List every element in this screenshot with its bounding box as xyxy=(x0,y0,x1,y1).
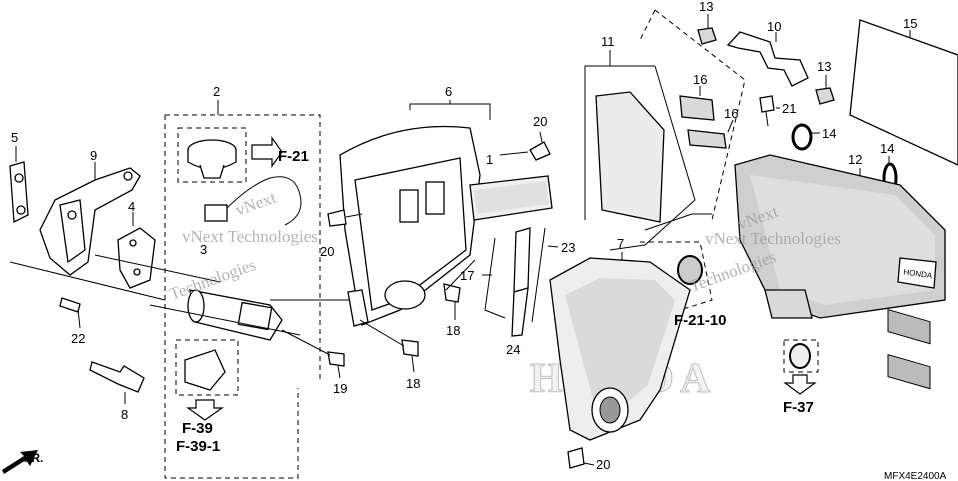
callout-2: 2 xyxy=(213,84,220,99)
group-2-frame xyxy=(164,100,321,479)
callout-15: 15 xyxy=(903,16,917,31)
callout-20-left: 20 xyxy=(320,244,334,259)
part-4-cover xyxy=(117,212,156,289)
callout-18-lower: 18 xyxy=(406,376,420,391)
callout-13-right: 13 xyxy=(817,59,831,74)
ref-f39-1: F-39-1 xyxy=(176,438,220,455)
callout-13-top: 13 xyxy=(699,0,713,14)
part-10-bracket xyxy=(697,14,835,127)
watermark-diagonal: vNext xyxy=(233,188,279,220)
callout-12: 12 xyxy=(848,152,862,167)
part-15-label xyxy=(849,19,958,390)
tool-kit xyxy=(482,227,559,337)
front-marker-label: FR. xyxy=(24,451,43,465)
callout-6: 6 xyxy=(445,84,452,99)
callout-16-lower: 16 xyxy=(724,106,738,121)
ref-f21: F-21 xyxy=(278,148,309,165)
callout-19: 19 xyxy=(333,381,347,396)
callout-20-top: 20 xyxy=(533,114,547,129)
callout-14-lower: 14 xyxy=(880,141,894,156)
ref-f39: F-39 xyxy=(182,420,213,437)
callout-24: 24 xyxy=(506,342,520,357)
leader-lines xyxy=(9,254,476,356)
callout-4: 4 xyxy=(128,199,135,214)
callout-23: 23 xyxy=(561,240,575,255)
front-marker: FR. xyxy=(2,450,43,474)
callout-9: 9 xyxy=(90,148,97,163)
part-5-plate xyxy=(9,146,29,224)
callout-21: 21 xyxy=(782,101,796,116)
ref-f21-10: F-21-10 xyxy=(674,312,727,329)
part-6-box xyxy=(339,100,553,327)
group-11-frame xyxy=(584,9,746,251)
part-2-lock-assembly xyxy=(184,136,302,421)
callout-3: 3 xyxy=(200,242,207,257)
callout-14-upper: 14 xyxy=(822,126,836,141)
callout-5: 5 xyxy=(11,130,18,145)
callout-10: 10 xyxy=(767,19,781,34)
callout-16-upper: 16 xyxy=(693,72,707,87)
callout-11: 11 xyxy=(601,34,615,49)
part-22-bolt xyxy=(59,297,81,329)
part-7-side-cover xyxy=(549,252,691,441)
figure-references: F-21 F-21-10 F-37 F-39 F-39-1 xyxy=(176,148,814,455)
callout-1: 1 xyxy=(486,152,493,167)
callout-7: 7 xyxy=(617,236,624,251)
diagram-code: MFX4E2400A xyxy=(884,471,947,481)
part-8-key xyxy=(89,361,145,404)
callout-18-right: 18 xyxy=(446,323,460,338)
callout-20-bottom: 20 xyxy=(596,457,610,472)
honda-emblem: HONDA xyxy=(903,267,934,280)
part-12-side-cover: HONDA xyxy=(640,154,946,395)
callout-8: 8 xyxy=(121,407,128,422)
watermark-line-right: vNext Technologies xyxy=(705,229,841,248)
watermark-line: vNext Technologies xyxy=(182,227,318,246)
part-9-bracket xyxy=(39,162,141,276)
ref-f37: F-37 xyxy=(783,399,814,416)
callout-17: 17 xyxy=(460,268,474,283)
callout-22: 22 xyxy=(71,331,85,346)
callout-numbers: 1 2 3 4 5 6 7 8 9 10 11 12 13 13 14 14 1… xyxy=(11,0,917,472)
